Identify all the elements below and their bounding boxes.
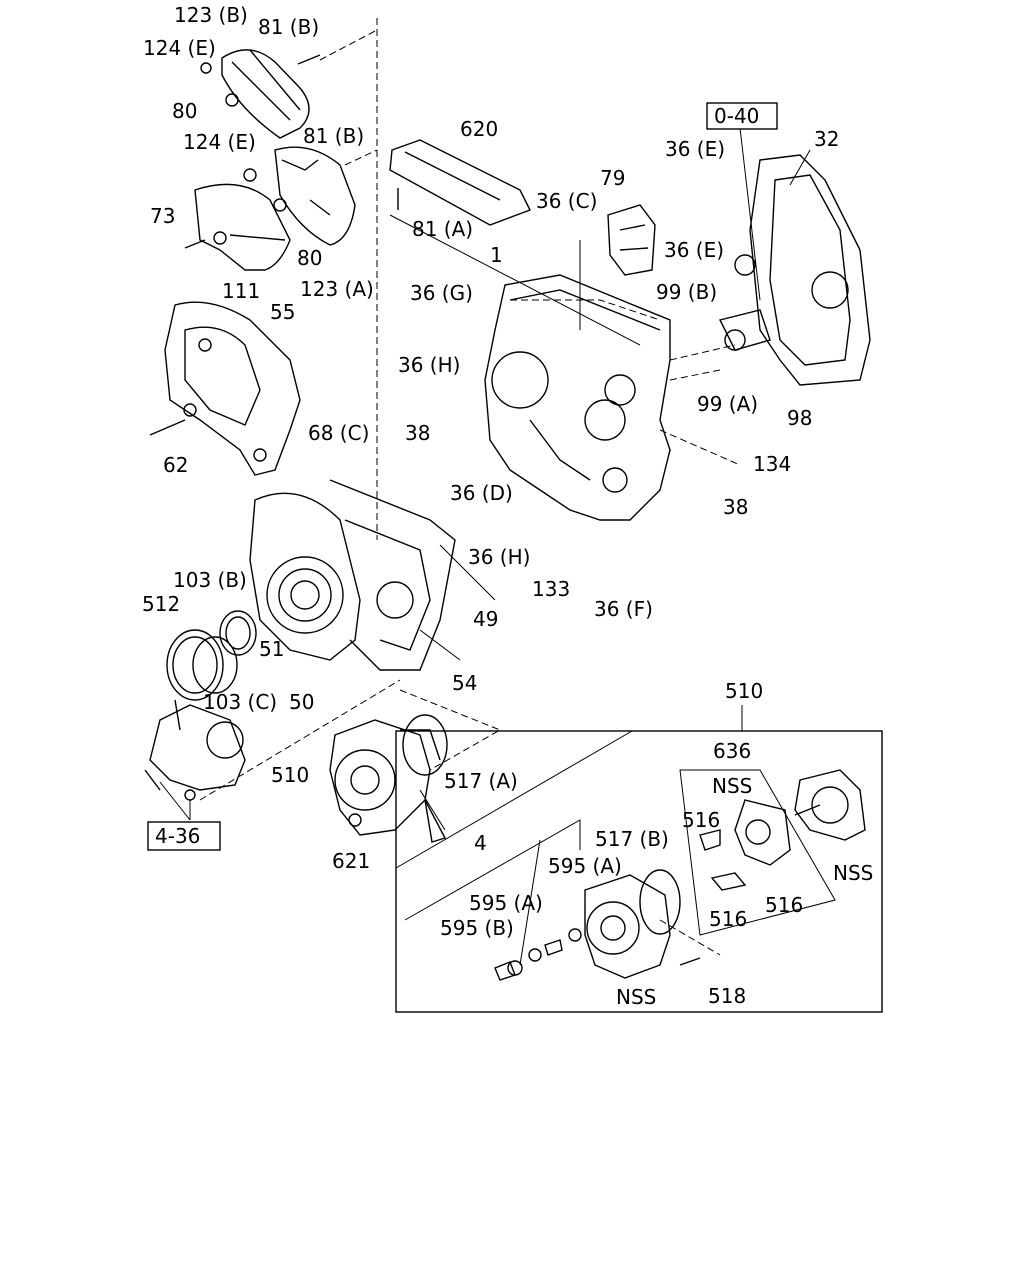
callout-49: 49: [473, 607, 498, 631]
callout-98: 98: [787, 406, 812, 430]
upper-timing-cover-drawing: [200, 49, 321, 139]
callout-518: 518: [708, 984, 746, 1008]
callout-636: 636: [713, 739, 751, 763]
callout-99B: 99 (B): [656, 280, 717, 304]
callout-81B: 81 (B): [303, 124, 364, 148]
callout-516: 516: [682, 808, 720, 832]
callout-516: 516: [765, 893, 803, 917]
callout-68C: 68 (C): [308, 421, 369, 445]
front-plate-drawing: [484, 274, 671, 521]
callout-79: 79: [600, 166, 625, 190]
callout-595B: 595 (B): [440, 916, 514, 940]
callout-32: 32: [814, 127, 839, 151]
callout-36F: 36 (F): [594, 597, 653, 621]
callout-517A: 517 (A): [444, 769, 518, 793]
callout-36G: 36 (G): [410, 281, 473, 305]
callout-36H: 36 (H): [468, 545, 530, 569]
callout-510-box: 510: [725, 679, 763, 703]
detail-pump-body-drawing: [584, 869, 681, 979]
vacuum-pump-drawing: [144, 699, 246, 801]
timing-case-drawing: [149, 301, 301, 476]
reference-box-4-36: 4-36: [147, 821, 221, 851]
callout-36D: 36 (D): [450, 481, 513, 505]
callout-99A: 99 (A): [697, 392, 758, 416]
callout-512: 512: [142, 592, 180, 616]
callout-4: 4: [474, 831, 487, 855]
callout-50: 50: [289, 690, 314, 714]
callout-62: 62: [163, 453, 188, 477]
front-cover-drawing: [184, 183, 291, 271]
callout-595A: 595 (A): [469, 891, 543, 915]
pump-assembly-510-drawing: [329, 714, 448, 836]
detail-box-510: [395, 730, 883, 1013]
reference-0-40-label: 0-40: [714, 104, 759, 128]
callout-124E: 124 (E): [143, 36, 216, 60]
oil-pump-housing-drawing: [249, 479, 456, 671]
callout-81A: 81 (A): [412, 217, 473, 241]
callout-NSS: NSS: [712, 774, 752, 798]
callout-38: 38: [405, 421, 430, 445]
callout-36H: 36 (H): [398, 353, 460, 377]
callout-73: 73: [150, 204, 175, 228]
reference-4-36-label: 4-36: [155, 824, 200, 848]
rear-cover-32-drawing: [718, 154, 871, 386]
callout-80: 80: [172, 99, 197, 123]
callout-103C: 103 (C): [203, 690, 277, 714]
callout-517B: 517 (B): [595, 827, 669, 851]
detail-shaft-gear-drawing: [794, 769, 866, 841]
callout-NSS: NSS: [833, 861, 873, 885]
callout-621: 621: [332, 849, 370, 873]
callout-36E: 36 (E): [665, 137, 725, 161]
callout-54: 54: [452, 671, 477, 695]
callout-80: 80: [297, 246, 322, 270]
callout-81B: 81 (B): [258, 15, 319, 39]
reference-box-0-40: 0-40: [706, 102, 778, 130]
callout-1: 1: [490, 243, 503, 267]
lower-timing-cover-drawing: [243, 146, 356, 246]
leader-lines: [159, 18, 836, 966]
seal-ring-drawings: [166, 610, 257, 701]
callout-595A: 595 (A): [548, 854, 622, 878]
callout-134: 134: [753, 452, 791, 476]
callout-510: 510: [271, 763, 309, 787]
callout-36C: 36 (C): [536, 189, 597, 213]
callout-620: 620: [460, 117, 498, 141]
callout-55: 55: [270, 300, 295, 324]
callout-516: 516: [709, 907, 747, 931]
callout-123A: 123 (A): [300, 277, 374, 301]
detail-fittings-drawing: [494, 928, 701, 981]
callout-133: 133: [532, 577, 570, 601]
gasket-620-drawing: [389, 139, 531, 226]
callout-124E: 124 (E): [183, 130, 256, 154]
callout-38: 38: [723, 495, 748, 519]
callout-111: 111: [222, 279, 260, 303]
callout-labels: 123 (B) 81 (B) 124 (E) 80 124 (E) 81 (B)…: [142, 3, 873, 1009]
callout-103B: 103 (B): [173, 568, 247, 592]
bracket-79-drawing: [607, 204, 656, 276]
detail-rotor-drawing: [699, 799, 791, 891]
callout-NSS: NSS: [616, 985, 656, 1009]
callout-51: 51: [259, 637, 284, 661]
callout-36E: 36 (E): [664, 238, 724, 262]
callout-123B: 123 (B): [174, 3, 248, 27]
